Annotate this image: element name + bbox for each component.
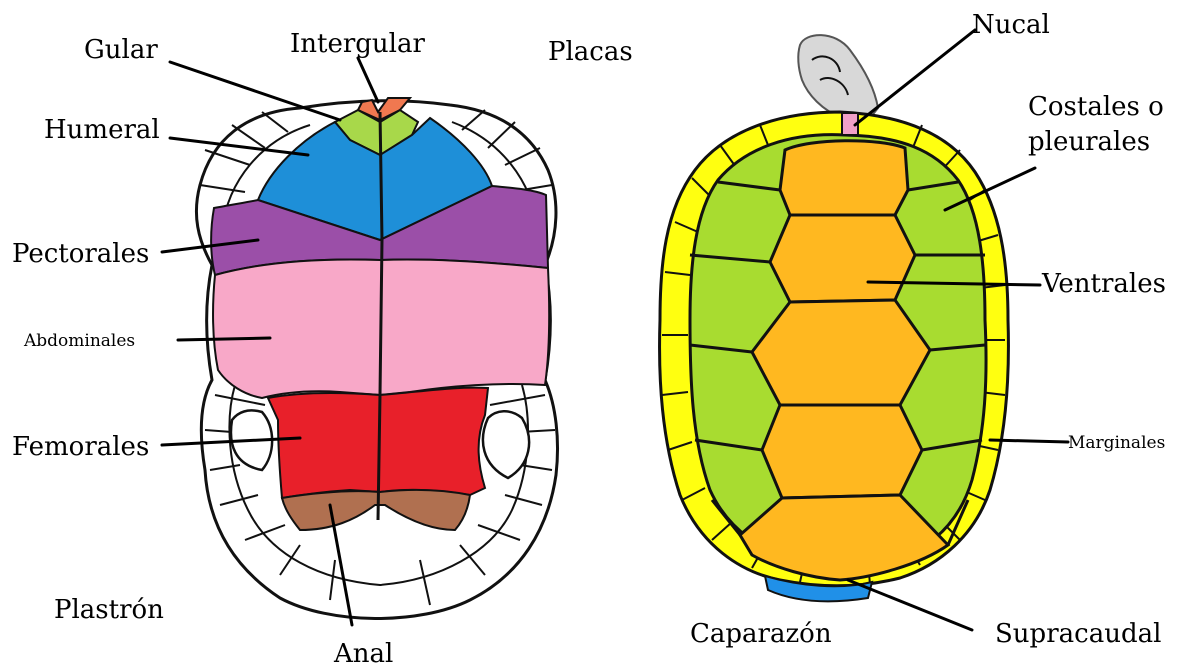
leader-gular: [170, 62, 340, 120]
plastron-figure: [196, 98, 557, 619]
plastron-caption: Plastrón: [54, 595, 164, 625]
ventral-scute-3: [752, 300, 930, 405]
leader-nucal: [855, 30, 975, 125]
diagram-title: Placas: [548, 37, 633, 67]
label-anal: Anal: [333, 639, 393, 669]
label-femorales: Femorales: [12, 432, 149, 462]
label-marginales: Marginales: [1068, 433, 1165, 453]
label-nucal: Nucal: [972, 10, 1050, 40]
label-intergular: Intergular: [290, 29, 425, 59]
label-costales-line1: Costales o: [1028, 92, 1164, 122]
ventral-scute-4: [762, 405, 922, 498]
turtle-head: [798, 35, 878, 118]
label-pectorales: Pectorales: [12, 239, 149, 269]
leader-abdominales: [178, 338, 270, 340]
ventral-scute-2: [770, 215, 915, 302]
ventral-scute-1: [780, 141, 908, 215]
label-humeral: Humeral: [44, 115, 160, 145]
leader-supracaudal: [848, 580, 972, 630]
label-supracaudal: Supracaudal: [995, 619, 1161, 649]
label-ventrales: Ventrales: [1041, 269, 1166, 299]
label-gular: Gular: [84, 35, 158, 65]
leader-intergular: [358, 58, 378, 102]
label-abdominales: Abdominales: [23, 331, 135, 351]
caparazon-figure: [660, 35, 1009, 601]
label-costales-line2: pleurales: [1028, 127, 1150, 157]
caparazon-caption: Caparazón: [690, 619, 832, 649]
leader-marginales: [990, 440, 1068, 442]
